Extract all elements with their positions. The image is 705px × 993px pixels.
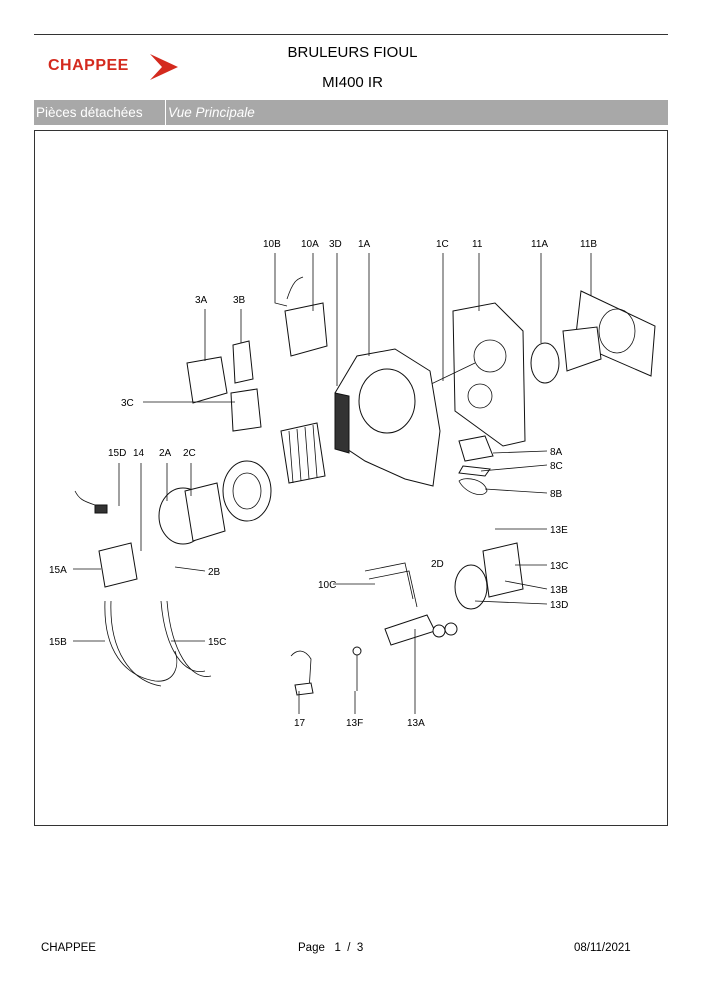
label-8a: 8A bbox=[550, 447, 563, 458]
label-11: 11 bbox=[472, 239, 483, 250]
label-13b: 13B bbox=[550, 585, 568, 596]
label-13d: 13D bbox=[550, 600, 568, 611]
view-label: Vue Principale bbox=[168, 105, 255, 120]
part-15-hoses bbox=[104, 600, 212, 687]
model-title: MI400 IR bbox=[322, 74, 383, 91]
label-15b: 15B bbox=[49, 637, 67, 648]
label-10b: 10B bbox=[263, 239, 281, 250]
footer-date: 08/11/2021 bbox=[574, 942, 631, 954]
part-10c-electrodes bbox=[364, 562, 418, 608]
label-2d: 2D bbox=[431, 559, 444, 570]
leader-lines bbox=[73, 253, 592, 714]
brand-logo-text: CHAPPEE bbox=[48, 57, 129, 74]
footer-page-number: Page 1 / 3 bbox=[298, 942, 364, 954]
label-1a: 1A bbox=[358, 239, 371, 250]
label-8b: 8B bbox=[550, 489, 563, 500]
part-11a-tube bbox=[530, 326, 602, 384]
label-13c: 13C bbox=[550, 561, 568, 572]
exploded-view-frame: 10B 10A 3D 1A 1C 11 11A 11B 3A 3B 3C 15D… bbox=[34, 130, 668, 826]
exploded-view-diagram: 10B 10A 3D 1A 1C 11 11A 11B 3A 3B 3C 15D… bbox=[49, 239, 656, 729]
top-rule bbox=[34, 34, 668, 35]
label-3d: 3D bbox=[329, 239, 342, 250]
label-3b: 3B bbox=[233, 295, 246, 306]
label-11b: 11B bbox=[580, 239, 597, 250]
part-2a-motor bbox=[158, 482, 226, 545]
label-3a: 3A bbox=[195, 295, 208, 306]
label-2c: 2C bbox=[183, 448, 196, 459]
label-3c: 3C bbox=[121, 398, 134, 409]
document-title: BRULEURS FIOUL bbox=[287, 44, 418, 61]
label-2b: 2B bbox=[208, 567, 221, 578]
part-17-sensor bbox=[290, 650, 314, 696]
label-10a: 10A bbox=[301, 239, 319, 250]
label-17: 17 bbox=[294, 718, 306, 729]
part-1a-body bbox=[334, 348, 441, 487]
part-fan bbox=[222, 422, 326, 522]
label-11a: 11A bbox=[531, 239, 548, 250]
part-13f-screw bbox=[352, 646, 362, 691]
label-1c: 1C bbox=[436, 239, 449, 250]
part-11-housing bbox=[452, 302, 526, 447]
label-15a: 15A bbox=[49, 565, 67, 576]
footer-brand: CHAPPEE bbox=[41, 942, 96, 954]
brand-swoosh-icon bbox=[150, 54, 178, 80]
part-11b-plate bbox=[574, 290, 656, 377]
brand-logo: CHAPPEE bbox=[48, 52, 188, 84]
part-13-nozzle-assembly bbox=[384, 542, 524, 646]
label-13a: 13A bbox=[407, 718, 425, 729]
label-2a: 2A bbox=[159, 448, 172, 459]
label-14: 14 bbox=[133, 448, 145, 459]
label-8c: 8C bbox=[550, 461, 563, 472]
label-15d: 15D bbox=[108, 448, 126, 459]
part-3-controls bbox=[186, 340, 262, 432]
label-15c: 15C bbox=[208, 637, 226, 648]
section-label: Pièces détachées bbox=[34, 100, 166, 125]
label-13f: 13F bbox=[346, 718, 363, 729]
label-13e: 13E bbox=[550, 525, 568, 536]
part-15a-pump bbox=[74, 490, 138, 588]
label-10c: 10C bbox=[318, 580, 336, 591]
section-bar: Pièces détachées Vue Principale bbox=[34, 100, 668, 125]
part-10a-transformer bbox=[284, 276, 328, 357]
part-8-bracket bbox=[458, 435, 494, 495]
